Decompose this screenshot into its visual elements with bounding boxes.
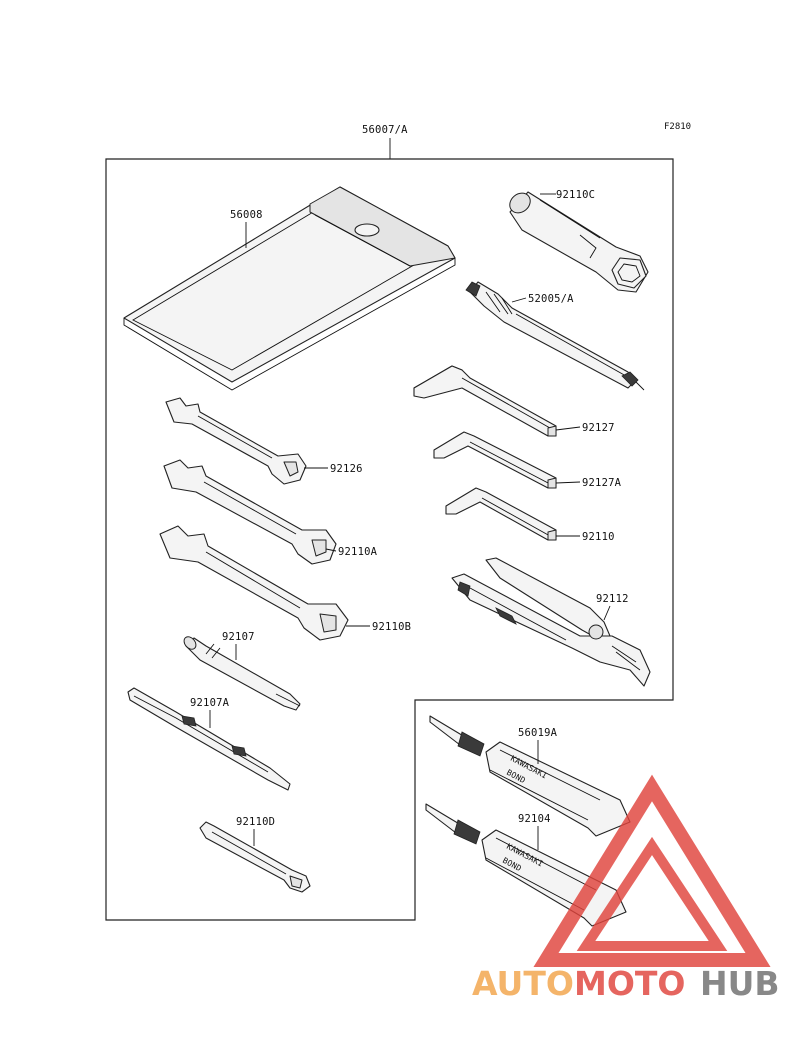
watermark-text-hub: HUB bbox=[700, 964, 780, 1003]
figure-code: F2810 bbox=[664, 122, 691, 132]
wrench-92110B bbox=[159, 525, 349, 641]
leader-92127 bbox=[555, 426, 581, 431]
label-92110C: 92110C bbox=[556, 189, 595, 201]
label-92112: 92112 bbox=[596, 593, 629, 605]
wrench-92126 bbox=[165, 397, 307, 485]
label-92127: 92127 bbox=[582, 422, 615, 434]
leader-92112 bbox=[603, 605, 611, 621]
screwdriver-92107A bbox=[127, 687, 291, 791]
label-92127A: 92127A bbox=[582, 477, 622, 489]
label-56008: 56008 bbox=[230, 209, 263, 221]
label-92110: 92110 bbox=[582, 531, 615, 543]
leader-92127A bbox=[555, 481, 581, 484]
hex-key-92127 bbox=[413, 365, 557, 437]
label-kit-56007A: 56007/A bbox=[362, 124, 408, 136]
plug-wrench-92110C bbox=[509, 191, 649, 293]
watermark-text-moto: MOTO bbox=[574, 964, 685, 1003]
wrench-92110A bbox=[163, 459, 337, 565]
screwdriver-handle-52005A bbox=[465, 281, 645, 391]
label-92110A: 92110A bbox=[338, 546, 378, 558]
tool-bag-56008 bbox=[123, 186, 456, 391]
watermark-triangle-inner bbox=[576, 836, 728, 951]
bond-tube-56019A: KAWASAKI BOND bbox=[429, 715, 631, 837]
pliers-92112 bbox=[451, 557, 651, 687]
watermark-text-auto: AUTO bbox=[472, 964, 574, 1003]
hex-key-92127A bbox=[433, 431, 557, 489]
kit-frame bbox=[105, 158, 674, 921]
watermark-triangle-outer bbox=[533, 774, 771, 967]
label-92110B: 92110B bbox=[372, 621, 411, 633]
leader-92110A bbox=[325, 548, 337, 552]
label-92126: 92126 bbox=[330, 463, 363, 475]
leader-52005A bbox=[511, 297, 527, 303]
label-56019A: 56019A bbox=[518, 727, 558, 739]
label-92104: 92104 bbox=[518, 813, 551, 825]
bond-tube-92104: KAWASAKI BOND bbox=[425, 803, 627, 927]
hex-key-92110 bbox=[445, 487, 557, 541]
spoke-wrench-92110D bbox=[199, 821, 311, 893]
label-92107A: 92107A bbox=[190, 697, 230, 709]
watermark-logo: AUTO MOTO HUB bbox=[472, 774, 780, 1003]
label-92107: 92107 bbox=[222, 631, 255, 643]
label-92110D: 92110D bbox=[236, 816, 275, 828]
label-52005A: 52005/A bbox=[528, 293, 574, 305]
screwdriver-92107 bbox=[183, 636, 301, 711]
